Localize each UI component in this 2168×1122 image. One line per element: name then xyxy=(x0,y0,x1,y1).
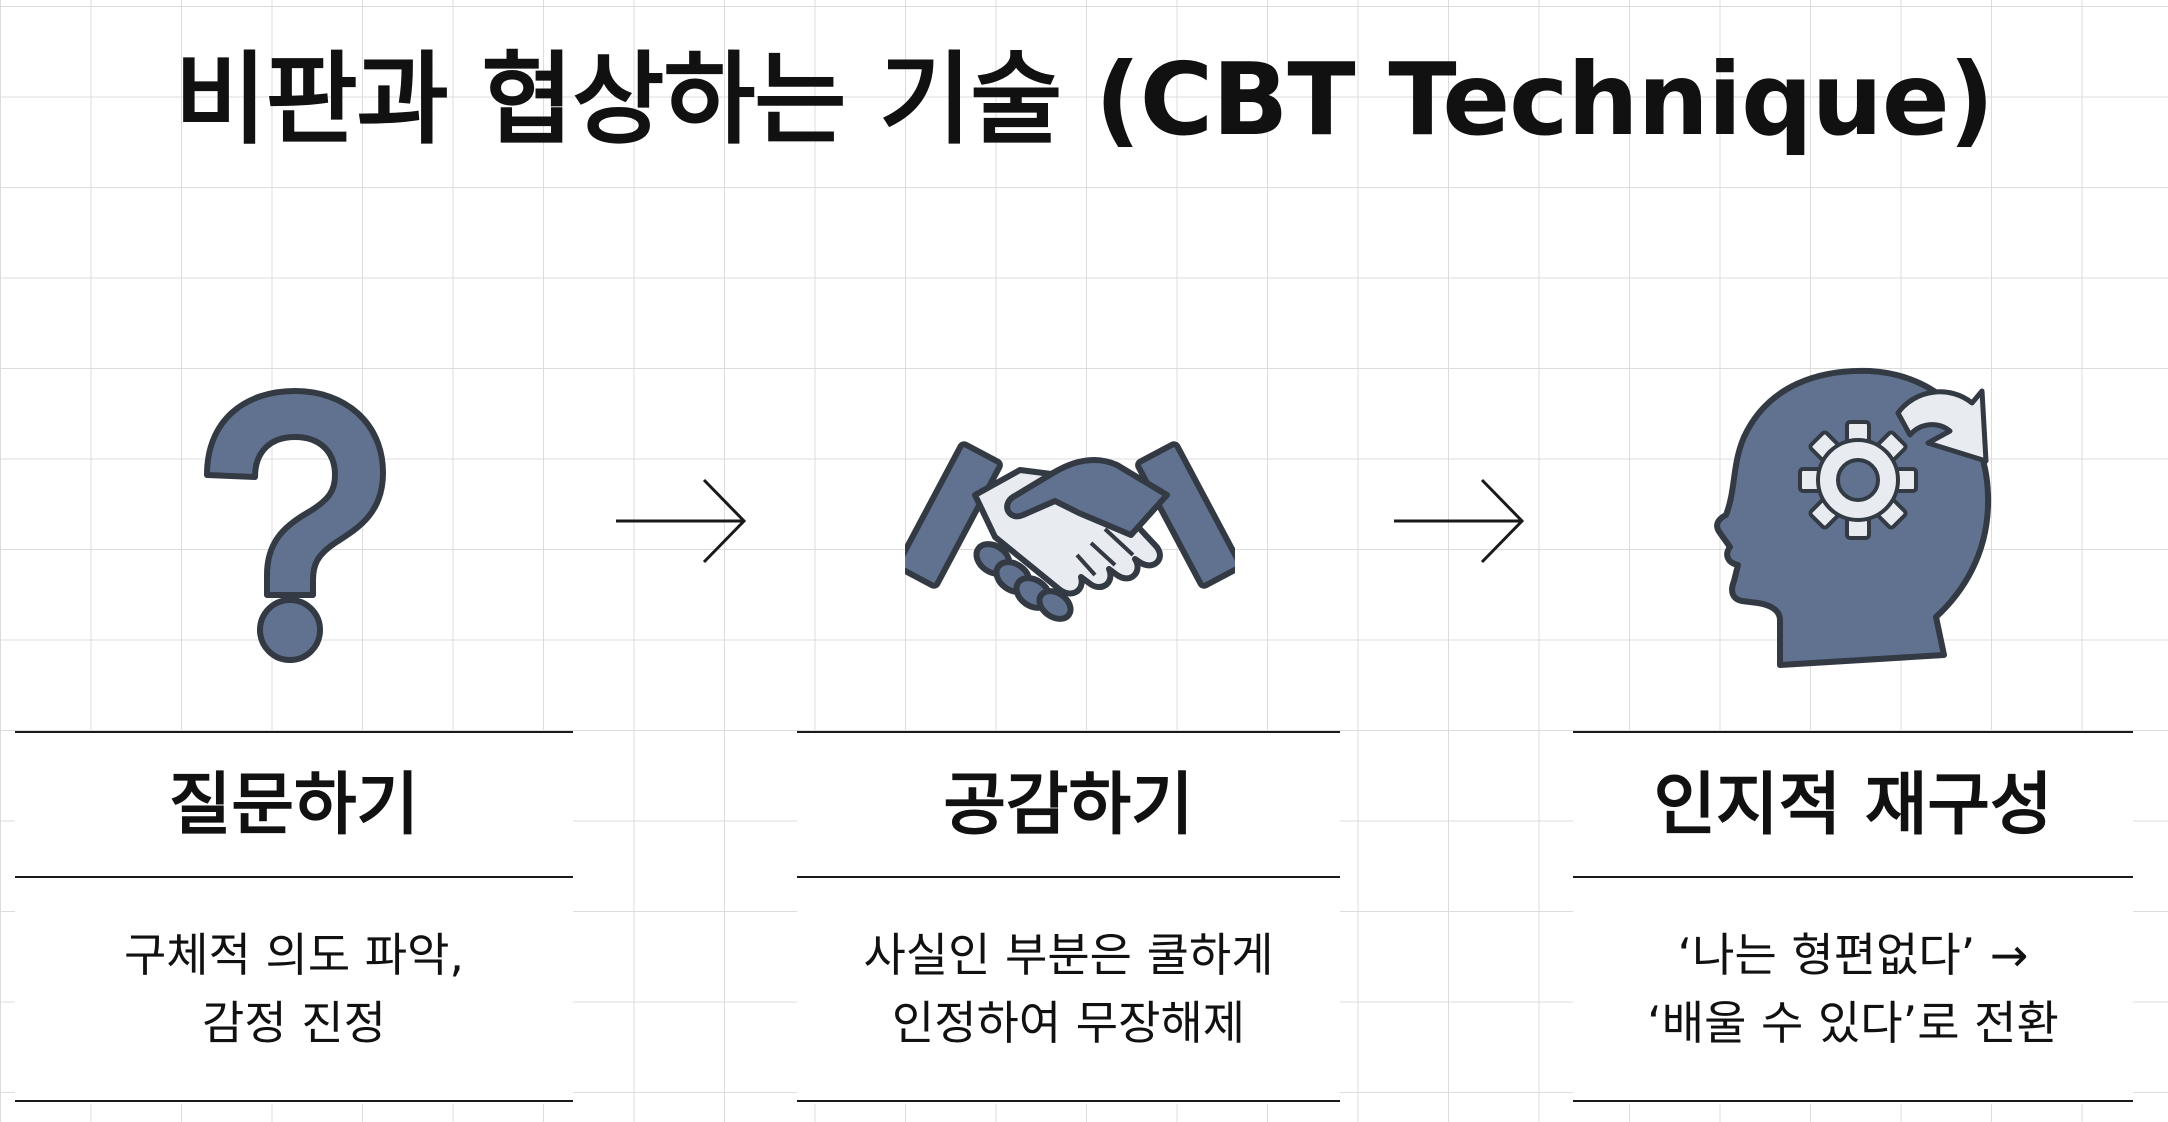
divider xyxy=(1573,731,2133,733)
question-mark-icon xyxy=(204,388,386,663)
divider xyxy=(15,731,573,733)
arrow-right-icon xyxy=(1394,478,1525,564)
divider xyxy=(15,1100,573,1102)
step-description-line: ‘배울 수 있다’로 전환 xyxy=(1647,996,2059,1050)
diagram-title: 비판과 협상하는 기술 (CBT Technique) xyxy=(174,41,1995,158)
step-label: 인지적 재구성 xyxy=(1653,766,2053,845)
divider xyxy=(797,1100,1340,1102)
divider xyxy=(797,731,1340,733)
step-description: ‘나는 형편없다’ → ‘배울 수 있다’로 전환 xyxy=(1573,921,2133,1057)
handshake-icon xyxy=(905,441,1235,622)
step-column-2: 공감하기 사실인 부분은 쿨하게 인정하여 무장해제 xyxy=(797,731,1340,1104)
step-description-line: 사실인 부분은 쿨하게 xyxy=(863,928,1274,982)
step-label: 공감하기 xyxy=(943,766,1194,845)
step-description-line: 구체적 의도 파악, xyxy=(123,928,465,982)
step-description: 구체적 의도 파악, 감정 진정 xyxy=(15,921,573,1057)
step-column-3: 인지적 재구성 ‘나는 형편없다’ → ‘배울 수 있다’로 전환 xyxy=(1573,731,2133,1104)
step-label: 질문하기 xyxy=(168,766,420,845)
divider xyxy=(15,876,573,878)
step-description-line: 감정 진정 xyxy=(202,996,386,1050)
step-description: 사실인 부분은 쿨하게 인정하여 무장해제 xyxy=(797,921,1340,1057)
head-gear-icon xyxy=(1714,367,1992,668)
divider xyxy=(797,876,1340,878)
step-description-line: ‘나는 형편없다’ → xyxy=(1677,928,2029,982)
step-column-1: 질문하기 구체적 의도 파악, 감정 진정 xyxy=(15,731,573,1104)
arrow-right-icon xyxy=(616,478,747,564)
divider xyxy=(1573,1100,2133,1102)
step-description-line: 인정하여 무장해제 xyxy=(891,996,1246,1050)
divider xyxy=(1573,876,2133,878)
